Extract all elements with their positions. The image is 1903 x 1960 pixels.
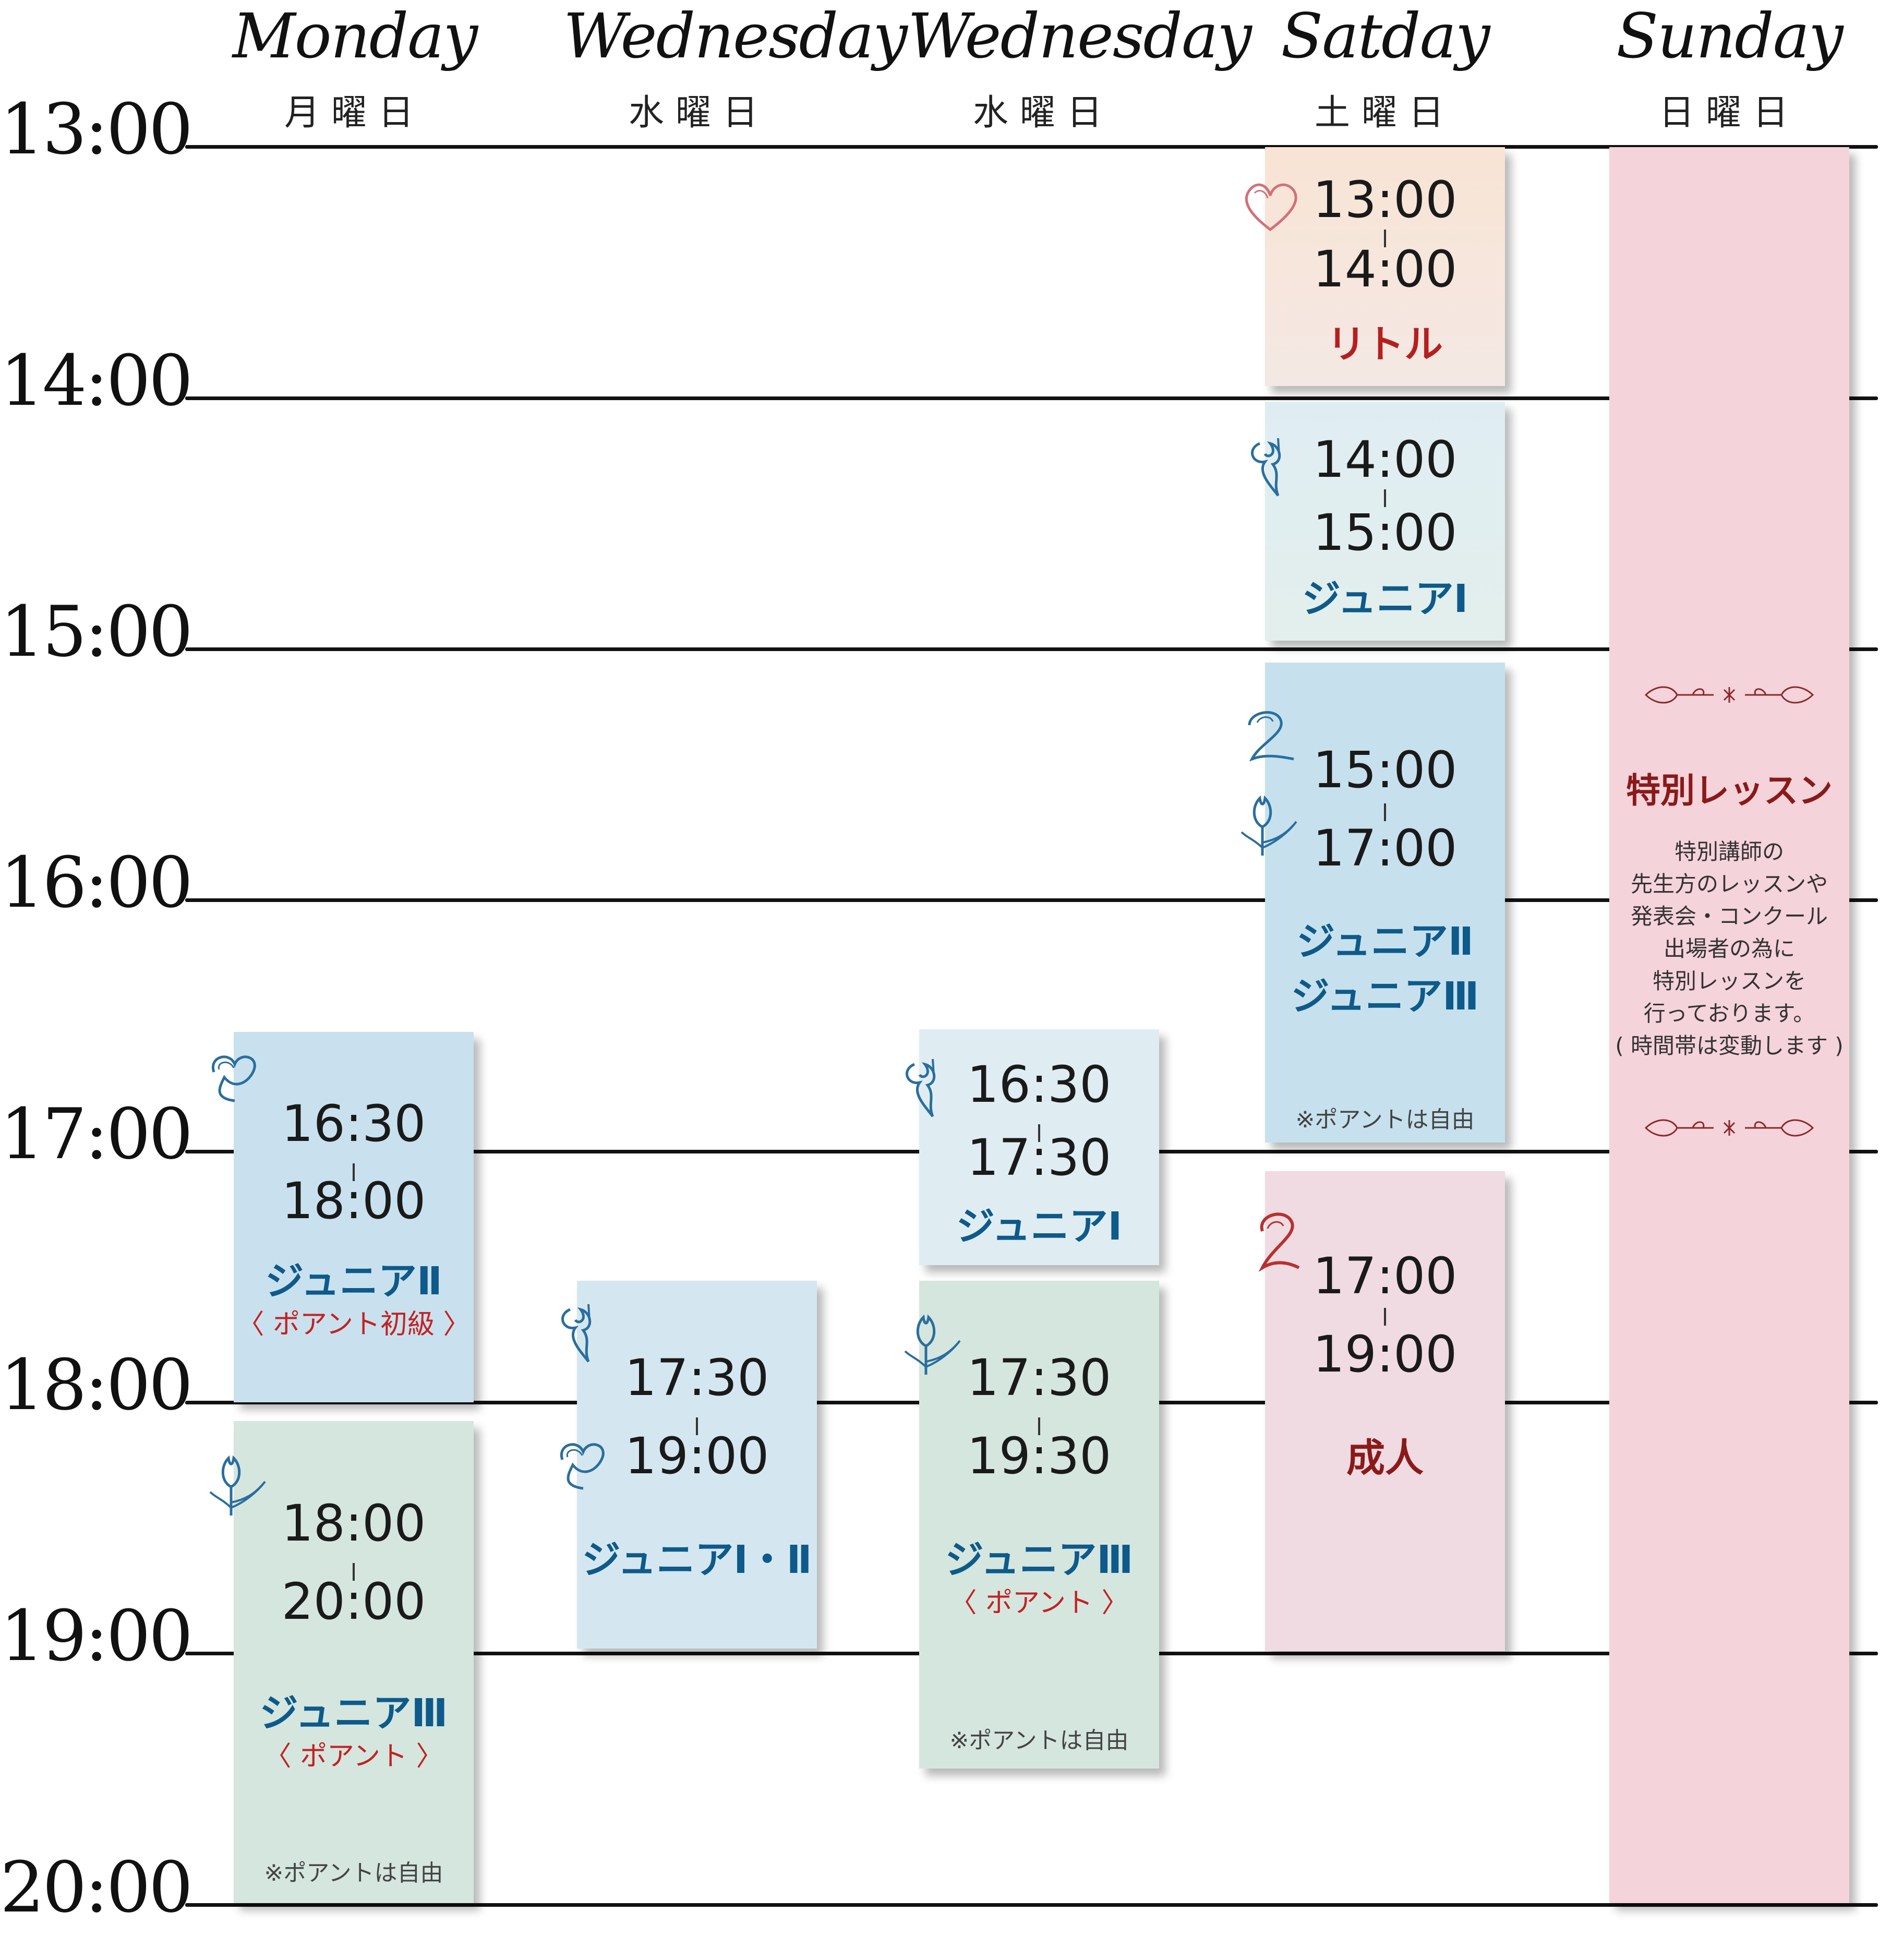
lesson-end-time: 18:00 (281, 1172, 426, 1230)
description-line: 発表会・コンクール (1630, 904, 1828, 929)
lesson-end-time: 19:00 (1312, 1325, 1458, 1384)
lesson-note: ※ポアントは自由 (949, 1727, 1129, 1754)
lesson-block-saturday-adult[interactable]: 17:00 19:00 成人 (1265, 1171, 1505, 1651)
description-line: 先生方のレッスンや (1630, 871, 1828, 897)
lesson-class-name: ジュニアⅡ (1296, 919, 1474, 964)
tulip-icon (209, 1455, 266, 1516)
hour-line (185, 396, 1878, 400)
time-separator (1384, 489, 1386, 507)
lesson-note: ※ポアントは自由 (264, 1860, 443, 1886)
lesson-start-time: 17:30 (624, 1349, 769, 1407)
heart-icon (1245, 183, 1297, 232)
swirl-icon (1248, 711, 1294, 762)
lesson-subtitle: 〈 ポアント 〉 (949, 1588, 1129, 1619)
time-label-20: 20:00 (0, 1847, 193, 1928)
time-label-18: 18:00 (0, 1344, 193, 1426)
hour-line (185, 1903, 1878, 1907)
description-line: 行っております。 (1643, 1001, 1815, 1026)
time-label-13: 13:00 (0, 89, 193, 170)
time-separator (696, 1417, 698, 1435)
lesson-subtitle: 〈 ポアント 〉 (264, 1741, 443, 1772)
ornament-icon (1644, 1119, 1814, 1137)
lesson-block-saturday-junior1[interactable]: 14:00 15:00 ジュニアⅠ (1265, 402, 1505, 641)
tulip-icon (1240, 795, 1297, 856)
ornament-icon (1644, 686, 1814, 704)
lesson-class-name: ジュニアⅠ (1302, 576, 1468, 621)
lesson-start-time: 16:30 (281, 1095, 426, 1153)
lesson-end-time: 17:30 (967, 1128, 1112, 1187)
lesson-end-time: 20:00 (281, 1572, 426, 1631)
lesson-end-time: 15:00 (1312, 503, 1458, 562)
lesson-block-wednesday-junior1[interactable]: 16:30 17:30 ジュニアⅠ (919, 1029, 1159, 1265)
time-separator (353, 1163, 355, 1181)
day-header-monday-en: Monday (232, 0, 478, 72)
lesson-class-name: ジュニアⅡ (265, 1259, 442, 1304)
lesson-class-name: ジュニアⅢ (259, 1691, 448, 1736)
heart-icon (211, 1055, 256, 1102)
lesson-block-wednesday-junior1-2[interactable]: 17:30 19:00 ジュニアⅠ・Ⅱ (577, 1281, 817, 1649)
lesson-class-name: ジュニアⅢ (945, 1537, 1134, 1582)
lesson-class-name: ジュニアⅠ・Ⅱ (582, 1537, 812, 1582)
lesson-start-time: 16:30 (967, 1055, 1112, 1114)
lesson-start-time: 14:00 (1312, 430, 1458, 489)
time-separator (1384, 230, 1386, 247)
description-line: ( 時間帯は変動します ) (1615, 1033, 1844, 1059)
description-line: 特別講師の (1674, 839, 1784, 864)
description-line: 出場者の為に (1663, 936, 1795, 961)
time-label-14: 14:00 (0, 340, 193, 422)
swirl-icon (1258, 1212, 1300, 1272)
lesson-end-time: 14:00 (1312, 240, 1458, 298)
heart-icon (560, 1443, 605, 1490)
hour-line (185, 145, 1878, 149)
lesson-start-time: 17:00 (1312, 1247, 1458, 1305)
lesson-class-name: ジュニアⅢ (1291, 974, 1479, 1019)
feather-icon (906, 1059, 936, 1117)
day-header-wednesday-jp: 水曜日 (628, 92, 769, 134)
feather-icon (1251, 438, 1281, 497)
special-lesson-title: 特別レッスン (1626, 771, 1833, 811)
day-header-saturday-en: Satday (1281, 0, 1490, 72)
time-label-17: 17:00 (0, 1093, 193, 1175)
lesson-block-sunday-special[interactable]: 特別レッスン 特別講師の 先生方のレッスンや 発表会・コンクール 出場者の為に … (1609, 147, 1849, 1903)
day-header-saturday-jp: 土曜日 (1314, 92, 1455, 134)
time-separator (1038, 1417, 1040, 1435)
lesson-start-time: 15:00 (1312, 741, 1458, 799)
lesson-start-time: 13:00 (1312, 171, 1458, 229)
tulip-icon (904, 1314, 961, 1375)
day-header-monday-jp: 月曜日 (284, 92, 425, 134)
lesson-subtitle: 〈 ポアント初級 〉 (237, 1309, 471, 1340)
time-separator (353, 1563, 355, 1581)
day-header-sunday-en: Sunday (1616, 0, 1843, 72)
time-label-19: 19:00 (0, 1595, 193, 1677)
lesson-class-name: 成人 (1346, 1436, 1424, 1481)
lesson-block-monday-junior3[interactable]: 18:00 20:00 ジュニアⅢ 〈 ポアント 〉 ※ポアントは自由 (234, 1421, 474, 1903)
lesson-start-time: 17:30 (967, 1349, 1112, 1407)
day-header-wednesday-en: Wednesday (563, 0, 908, 72)
lesson-block-saturday-little[interactable]: 13:00 14:00 リトル (1265, 147, 1505, 386)
description-line: 特別レッスンを (1652, 968, 1806, 994)
time-label-16: 16:00 (0, 842, 193, 923)
lesson-class-name: リトル (1327, 322, 1443, 367)
hour-line (185, 898, 1878, 902)
special-lesson-description: 特別講師の 先生方のレッスンや 発表会・コンクール 出場者の為に 特別レッスンを… (1609, 836, 1849, 1062)
hour-line (185, 647, 1878, 651)
day-header-wednesday-2-en: Wednesday (908, 0, 1252, 72)
lesson-block-monday-junior2[interactable]: 16:30 18:00 ジュニアⅡ 〈 ポアント初級 〉 (234, 1032, 474, 1402)
lesson-end-time: 19:00 (624, 1427, 769, 1485)
day-header-wednesday-2-jp: 水曜日 (972, 92, 1114, 134)
lesson-start-time: 18:00 (281, 1494, 426, 1553)
time-label-15: 15:00 (0, 591, 193, 672)
lesson-end-time: 19:30 (967, 1427, 1112, 1485)
lesson-block-saturday-junior2-3[interactable]: 15:00 17:00 ジュニアⅡ ジュニアⅢ ※ポアントは自由 (1265, 663, 1505, 1143)
lesson-note: ※ポアントは自由 (1295, 1107, 1475, 1133)
lesson-end-time: 17:00 (1312, 819, 1458, 877)
lesson-block-wednesday-junior3[interactable]: 17:30 19:30 ジュニアⅢ 〈 ポアント 〉 ※ポアントは自由 (919, 1281, 1159, 1769)
day-header-sunday-jp: 日曜日 (1658, 92, 1800, 134)
time-separator (1038, 1124, 1040, 1142)
time-separator (1384, 803, 1386, 821)
lesson-class-name: ジュニアⅠ (956, 1204, 1123, 1249)
feather-icon (561, 1304, 592, 1363)
time-separator (1384, 1308, 1386, 1326)
